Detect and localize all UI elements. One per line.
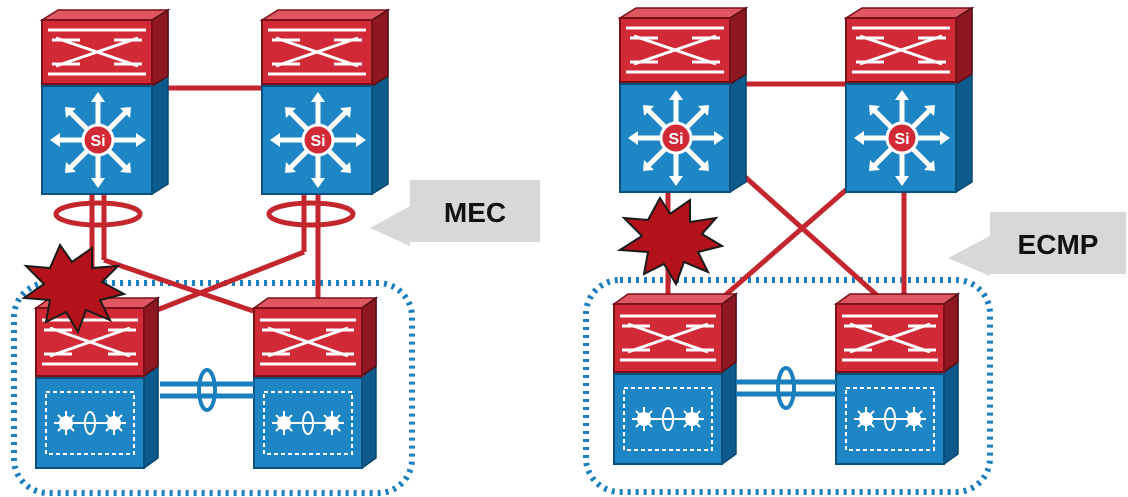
link-failure-burst-icon (21, 242, 127, 335)
mec-uplinks (89, 182, 321, 315)
multilayer-switch-icon (262, 10, 388, 194)
ecmp-callout: ECMP (948, 212, 1126, 276)
multilayer-switch-icon (846, 8, 972, 192)
vss-stack-switch-icon (34, 296, 160, 470)
port-channel-ring-icon (266, 200, 356, 228)
multilayer-switch-icon (42, 10, 168, 194)
multilayer-switch-icon (620, 8, 746, 192)
mec-callout-label: MEC (444, 197, 506, 228)
port-channel-ring-icon (53, 200, 143, 228)
vsl-link-right (736, 366, 836, 410)
vsl-link-left (160, 368, 254, 412)
vss-stack-switch-icon (834, 292, 960, 466)
ecmp-callout-label: ECMP (1018, 229, 1099, 260)
vss-stack-switch-icon (612, 292, 738, 466)
vss-stack-switch-icon (252, 296, 378, 470)
vss-boundary-left (11, 280, 415, 496)
ecmp-topology: ECMP (583, 8, 1126, 495)
mec-callout: MEC (370, 180, 540, 246)
vss-boundary-right (583, 277, 993, 495)
mec-topology: MEC (11, 10, 540, 496)
link-failure-burst-icon (616, 196, 725, 287)
